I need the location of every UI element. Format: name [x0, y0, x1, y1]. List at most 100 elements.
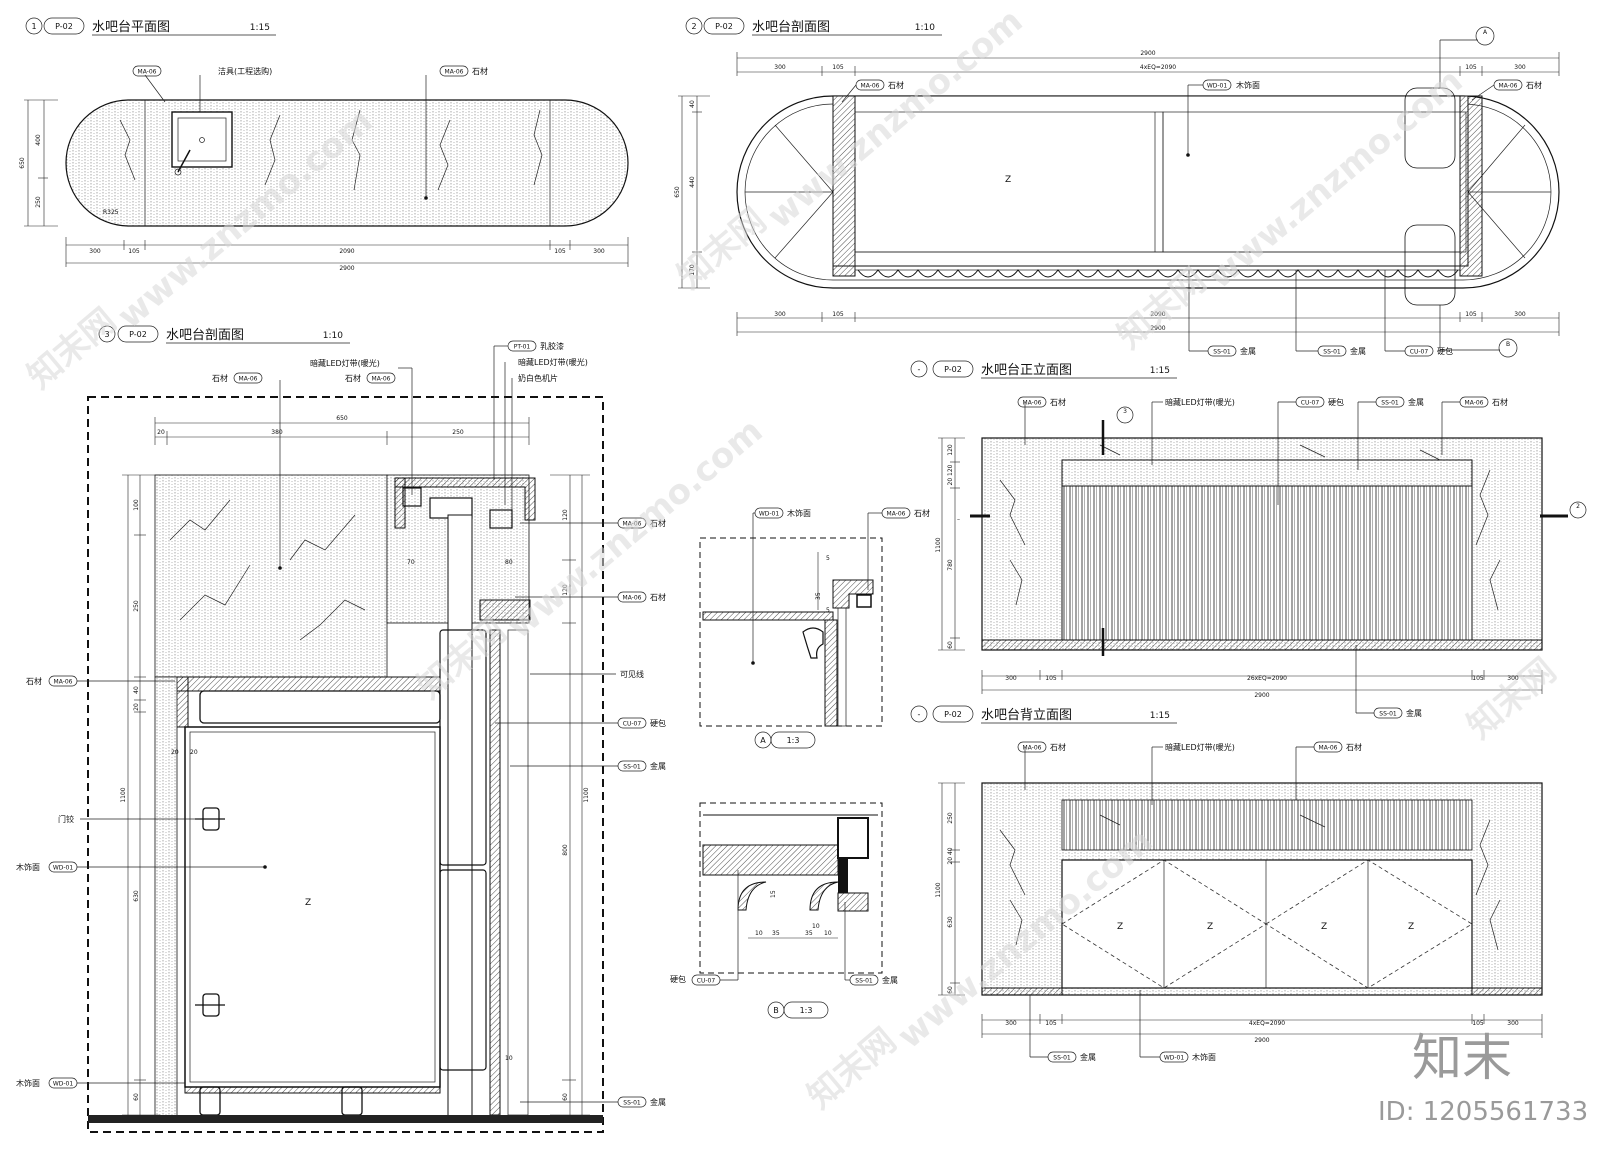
- svg-text:硬包: 硬包: [1328, 397, 1344, 407]
- plan-sink-label: 洁具(工程选购): [218, 66, 272, 76]
- svg-text:SS-01: SS-01: [1381, 400, 1399, 407]
- svg-text:35: 35: [815, 592, 822, 600]
- front-slat-panel: [1061, 485, 1473, 641]
- svg-text:300: 300: [89, 248, 101, 255]
- svg-text:石材: 石材: [1050, 397, 1066, 407]
- image-id: ID: 1205561733: [1378, 1097, 1588, 1127]
- section3-title: 3 P-02 水吧台剖面图 1:10: [98, 325, 350, 344]
- svg-text:WD-01: WD-01: [1164, 1055, 1185, 1062]
- svg-text:A: A: [1483, 29, 1488, 36]
- svg-text:MA-06: MA-06: [372, 376, 391, 383]
- svg-text:SS-01: SS-01: [1213, 349, 1231, 356]
- svg-text:Z: Z: [305, 898, 311, 908]
- svg-text:1:10: 1:10: [915, 23, 935, 33]
- svg-text:石材: 石材: [212, 373, 228, 383]
- svg-text:2900: 2900: [1150, 325, 1165, 332]
- svg-text:300: 300: [1514, 64, 1526, 71]
- svg-text:1100: 1100: [583, 787, 590, 802]
- section2-marker-b: [1498, 338, 1518, 358]
- svg-text:780: 780: [947, 559, 954, 571]
- svg-text:80: 80: [505, 559, 513, 566]
- svg-text:知末网: 知末网: [800, 1021, 904, 1117]
- svg-text:60: 60: [947, 986, 954, 994]
- svg-text:MA-06: MA-06: [54, 679, 73, 686]
- plan-stone-tag-1: [132, 65, 162, 77]
- svg-text:400: 400: [35, 134, 42, 146]
- front-marker-2: [1569, 501, 1587, 519]
- svg-text:-: -: [918, 365, 921, 374]
- svg-text:105: 105: [1472, 1020, 1484, 1027]
- front-marker-3: [1116, 406, 1134, 424]
- svg-text:硬包: 硬包: [1437, 346, 1453, 356]
- plan-title: 1 P-02 水吧台平面图 1:15: [25, 17, 276, 36]
- svg-text:300: 300: [1514, 311, 1526, 318]
- svg-text:Z: Z: [1207, 922, 1213, 932]
- svg-text:10: 10: [755, 930, 763, 937]
- front-title: - P-02 水吧台正立面图 1:15: [910, 360, 1177, 379]
- section2-dimensions: 2900 300 105 4xEQ=2090 105 300 300 105 2…: [674, 50, 1560, 336]
- svg-text:1:3: 1:3: [787, 736, 800, 745]
- svg-text:650: 650: [674, 186, 681, 198]
- svg-text:MA-06: MA-06: [1023, 745, 1042, 752]
- svg-text:20: 20: [157, 429, 165, 436]
- svg-text:PT-01: PT-01: [514, 344, 531, 351]
- svg-text:2090: 2090: [339, 248, 354, 255]
- svg-text:105: 105: [832, 311, 844, 318]
- svg-text:1:15: 1:15: [1150, 711, 1170, 721]
- svg-text:金属: 金属: [1408, 397, 1424, 407]
- svg-text:SS-01: SS-01: [1053, 1055, 1071, 1062]
- svg-text:金属: 金属: [882, 975, 898, 985]
- svg-text:MA-06: MA-06: [1319, 745, 1338, 752]
- svg-text:100: 100: [133, 499, 140, 511]
- svg-text:MA-06: MA-06: [623, 595, 642, 602]
- front-dimensions: 300 105 26xEQ=2090 105 300 2900 120 20 1…: [935, 437, 1543, 699]
- svg-text:105: 105: [128, 248, 140, 255]
- svg-text:250: 250: [35, 196, 42, 208]
- plan-stone-label-2: 石材: [472, 66, 488, 76]
- svg-text:木饰面: 木饰面: [787, 508, 811, 518]
- svg-text:120: 120: [562, 584, 569, 596]
- svg-text:硬包: 硬包: [670, 974, 686, 984]
- svg-text:硬包: 硬包: [650, 718, 666, 728]
- svg-text:P-02: P-02: [715, 22, 733, 31]
- svg-text:20 40: 20 40: [947, 847, 954, 864]
- svg-text:2090: 2090: [1150, 311, 1165, 318]
- svg-text:2: 2: [691, 22, 696, 31]
- svg-text:105: 105: [1045, 1020, 1057, 1027]
- svg-text:20 120: 20 120: [947, 464, 954, 485]
- svg-text:40: 40: [133, 686, 140, 694]
- svg-text:石材: 石材: [1492, 397, 1508, 407]
- plan-number: 1: [31, 22, 36, 31]
- back-dimensions: 300 105 4xEQ=2090 105 300 2900 250 20 40…: [935, 782, 1543, 1044]
- svg-text:4xEQ=2090: 4xEQ=2090: [1140, 64, 1176, 71]
- svg-text:300: 300: [1005, 1020, 1017, 1027]
- svg-text:MA-06: MA-06: [239, 376, 258, 383]
- section3-frame: [87, 396, 604, 1133]
- svg-text:630: 630: [133, 890, 140, 902]
- svg-text:26xEQ=2090: 26xEQ=2090: [1247, 675, 1287, 682]
- svg-text:Z: Z: [1117, 922, 1123, 932]
- svg-text:-: -: [918, 710, 921, 719]
- svg-text:35: 35: [772, 930, 780, 937]
- svg-text:60: 60: [947, 641, 954, 649]
- plan-stone-tag-2: [439, 65, 469, 77]
- detail-a: WD-01 木饰面 MA-06 石材 5 35 5 A 1:3: [699, 507, 930, 749]
- svg-text:Z: Z: [1408, 922, 1414, 932]
- svg-text:乳胶漆: 乳胶漆: [540, 341, 564, 351]
- view-back-elevation: - P-02 水吧台背立面图 1:15 Z Z Z Z MA-06 石材 暗藏L…: [910, 705, 1543, 1063]
- svg-text:SS-01: SS-01: [623, 764, 641, 771]
- svg-text:MA-06: MA-06: [138, 69, 157, 76]
- svg-text:300: 300: [1507, 675, 1519, 682]
- back-title: - P-02 水吧台背立面图 1:15: [910, 705, 1177, 724]
- svg-text:Z: Z: [1321, 922, 1327, 932]
- svg-text:暗藏LED灯带(暖光): 暗藏LED灯带(暖光): [1165, 397, 1235, 407]
- svg-text:300: 300: [1507, 1020, 1519, 1027]
- svg-text:800: 800: [562, 844, 569, 856]
- svg-text:MA-06: MA-06: [623, 521, 642, 528]
- svg-text:105: 105: [1472, 675, 1484, 682]
- svg-text:B: B: [1506, 341, 1510, 348]
- svg-text:1100: 1100: [120, 787, 127, 802]
- svg-text:CU-07: CU-07: [1301, 400, 1320, 407]
- section2-left-post: [832, 95, 856, 277]
- svg-text:5: 5: [826, 555, 830, 562]
